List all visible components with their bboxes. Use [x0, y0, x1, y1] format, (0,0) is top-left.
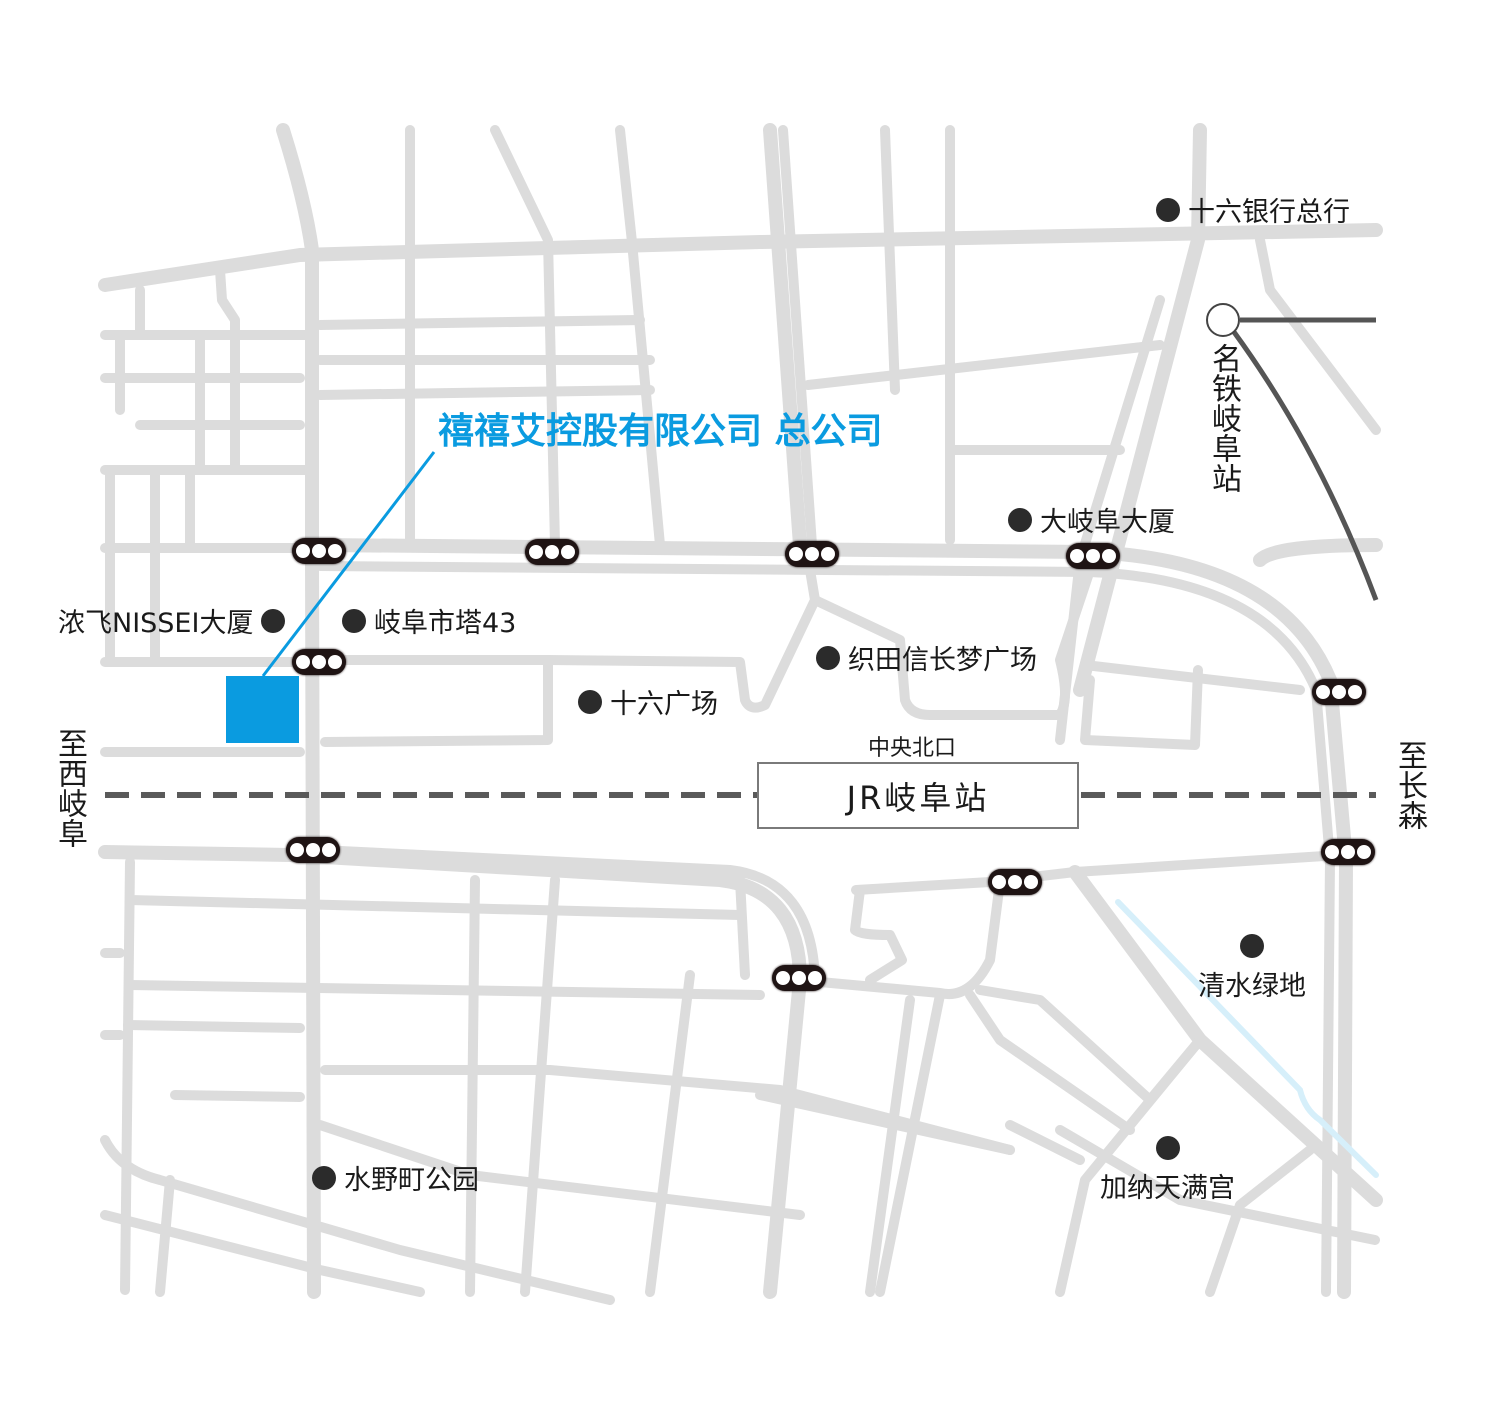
traffic-signal-icon [785, 541, 839, 567]
poi-nisse-bldg[interactable]: 浓飞NISSEI大厦 [58, 601, 286, 640]
signal-lamp-icon [529, 545, 543, 559]
traffic-signal-icon [292, 538, 346, 564]
meitetsu-rail [1231, 317, 1379, 601]
signal-lamp-icon [1316, 685, 1330, 699]
signal-lamp-icon [808, 971, 822, 985]
signal-lamp-icon [792, 971, 806, 985]
poi-label: 水野町公园 [344, 1165, 479, 1196]
poi-label: 浓飞NISSEI大厦 [58, 608, 254, 639]
signal-lamp-icon [328, 544, 342, 558]
signal-lamp-icon [776, 971, 790, 985]
poi-oda-plaza[interactable]: 织田信长梦广场 [816, 638, 1037, 677]
signal-lamp-icon [296, 655, 310, 669]
meitetsu-station-icon[interactable] [1206, 303, 1240, 337]
traffic-signal-icon [525, 539, 579, 565]
meitetsu-station-label: 名铁岐阜站 [1206, 343, 1241, 493]
poi-juroku-bank[interactable]: 十六银行总行 [1156, 190, 1350, 229]
signal-lamp-icon [1348, 685, 1362, 699]
traffic-signal-icon [292, 649, 346, 675]
roads [98, 123, 1383, 1305]
signal-lamp-icon [821, 547, 835, 561]
poi-dai-gifu-bldg[interactable]: 大岐阜大厦 [1008, 500, 1175, 539]
poi-dot-icon [1155, 1136, 1180, 1160]
signal-lamp-icon [992, 875, 1006, 889]
traffic-signal-icon [1312, 679, 1366, 705]
poi-label: 十六广场 [610, 689, 718, 720]
headquarters-label: 禧禧艾控股有限公司 总公司 [438, 411, 883, 452]
poi-shimizu-green[interactable]: 清水绿地 [1198, 934, 1306, 1003]
signal-lamp-icon [306, 843, 320, 857]
hq-leader-line [261, 451, 436, 677]
jr-gifu-station[interactable]: JR岐阜站 [757, 762, 1079, 829]
direction-west: 至西岐阜 [52, 728, 87, 848]
signal-lamp-icon [312, 655, 326, 669]
poi-dot-icon [1008, 507, 1032, 532]
signal-lamp-icon [1024, 875, 1038, 889]
signal-lamp-icon [1008, 875, 1022, 889]
traffic-signal-icon [988, 869, 1042, 895]
poi-label: 加纳天满宫 [1100, 1173, 1235, 1204]
poi-dot-icon [261, 608, 286, 633]
station-name: JR岐阜站 [846, 778, 990, 817]
signal-lamp-icon [1102, 549, 1116, 563]
signal-lamp-icon [561, 545, 575, 559]
poi-label: 岐阜市塔43 [374, 608, 517, 639]
signal-lamp-icon [1325, 845, 1339, 859]
traffic-signal-icon [1321, 839, 1375, 865]
headquarters-marker[interactable] [226, 676, 299, 743]
direction-east: 至长森 [1392, 740, 1427, 830]
poi-dot-icon [816, 645, 840, 670]
signal-lamp-icon [312, 544, 326, 558]
poi-gifu-city-tower[interactable]: 岐阜市塔43 [342, 601, 516, 640]
poi-juroku-plaza[interactable]: 十六广场 [578, 682, 718, 721]
poi-label: 清水绿地 [1198, 971, 1306, 1002]
poi-kano-tenmangu[interactable]: 加纳天满宫 [1100, 1136, 1235, 1205]
signal-lamp-icon [1070, 549, 1084, 563]
signal-lamp-icon [1332, 685, 1346, 699]
signal-lamp-icon [1341, 845, 1355, 859]
poi-dot-icon [1156, 197, 1180, 222]
signal-lamp-icon [296, 544, 310, 558]
signal-lamp-icon [1086, 549, 1100, 563]
poi-label: 织田信长梦广场 [848, 645, 1037, 676]
poi-label: 大岐阜大厦 [1040, 507, 1175, 538]
traffic-signal-icon [772, 965, 826, 991]
poi-mizunocho-park[interactable]: 水野町公园 [312, 1158, 479, 1197]
traffic-signal-icon [286, 837, 340, 863]
poi-dot-icon [1240, 934, 1264, 958]
poi-dot-icon [312, 1165, 336, 1190]
signal-lamp-icon [290, 843, 304, 857]
poi-label: 十六银行总行 [1188, 197, 1350, 228]
station-exit-label: 中央北口 [868, 736, 957, 761]
poi-dot-icon [578, 689, 602, 714]
signal-lamp-icon [805, 547, 819, 561]
traffic-signal-icon [1066, 543, 1120, 569]
signal-lamp-icon [545, 545, 559, 559]
signal-lamp-icon [322, 843, 336, 857]
river [1115, 899, 1379, 1178]
signal-lamp-icon [328, 655, 342, 669]
signal-lamp-icon [1357, 845, 1371, 859]
signal-lamp-icon [789, 547, 803, 561]
poi-dot-icon [342, 608, 366, 633]
